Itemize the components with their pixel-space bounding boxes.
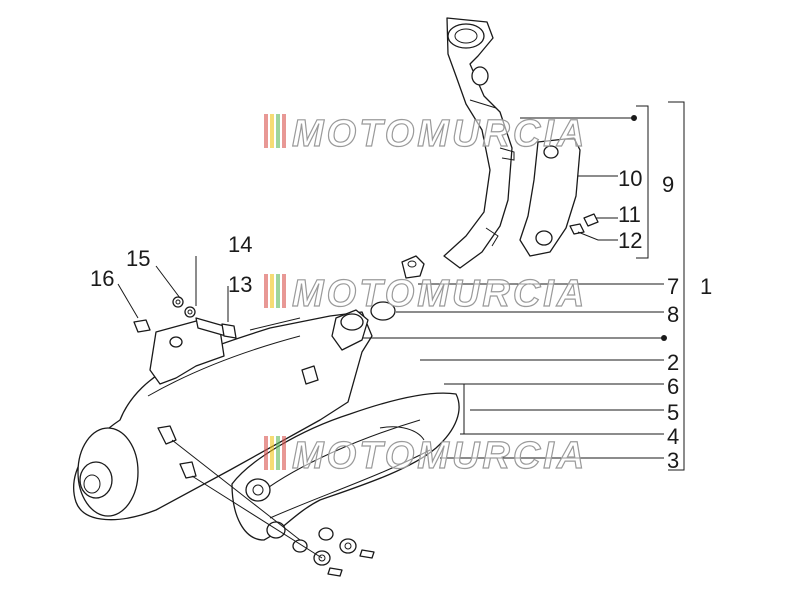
callout-11: 11 [618, 202, 641, 227]
reference-dot-lower [661, 335, 667, 341]
mount-washer-small [184, 306, 196, 318]
callout-9: 9 [662, 172, 674, 197]
callout-12: 12 [618, 228, 642, 253]
callout-6: 6 [667, 374, 679, 399]
callout-15: 15 [126, 246, 150, 271]
muffler [73, 309, 373, 521]
exhaust-gasket [370, 301, 396, 321]
pipe-clamp [401, 255, 425, 279]
guard-screw-set [292, 527, 375, 577]
watermark-top: MOTOMURCIA [264, 112, 587, 156]
exhaust-header-pipe [443, 17, 515, 269]
leader-lines [117, 101, 685, 471]
callout-8: 8 [667, 302, 679, 327]
mount-bolt [195, 317, 237, 339]
muffler-guard [231, 392, 460, 541]
assembly-lines [171, 439, 323, 559]
callout-13: 13 [228, 272, 252, 297]
callout-10: 10 [618, 166, 642, 191]
callout-14: 14 [228, 232, 252, 257]
callout-3: 3 [667, 448, 679, 473]
watermark-text: MOTOMURCIA [292, 113, 587, 155]
watermark-text: MOTOMURCIA [292, 273, 587, 315]
callout-4: 4 [667, 424, 679, 449]
heat-shield-screw [583, 213, 599, 227]
callout-labels: 1 2 3 4 5 6 7 8 9 10 11 12 13 14 15 16 [90, 166, 712, 473]
callout-5: 5 [667, 400, 679, 425]
watermark-text: MOTOMURCIA [292, 435, 587, 477]
mount-nut [133, 319, 151, 333]
callout-16: 16 [90, 266, 114, 291]
reference-dot-upper [631, 115, 637, 121]
callout-2: 2 [667, 350, 679, 375]
watermark-bottom: MOTOMURCIA [264, 434, 587, 478]
heat-shield-nut [569, 223, 585, 235]
mount-washer-large [172, 296, 184, 308]
callout-1: 1 [700, 274, 712, 299]
watermark-middle: MOTOMURCIA [264, 272, 587, 316]
heat-shield [519, 137, 581, 257]
callout-7: 7 [667, 274, 679, 299]
